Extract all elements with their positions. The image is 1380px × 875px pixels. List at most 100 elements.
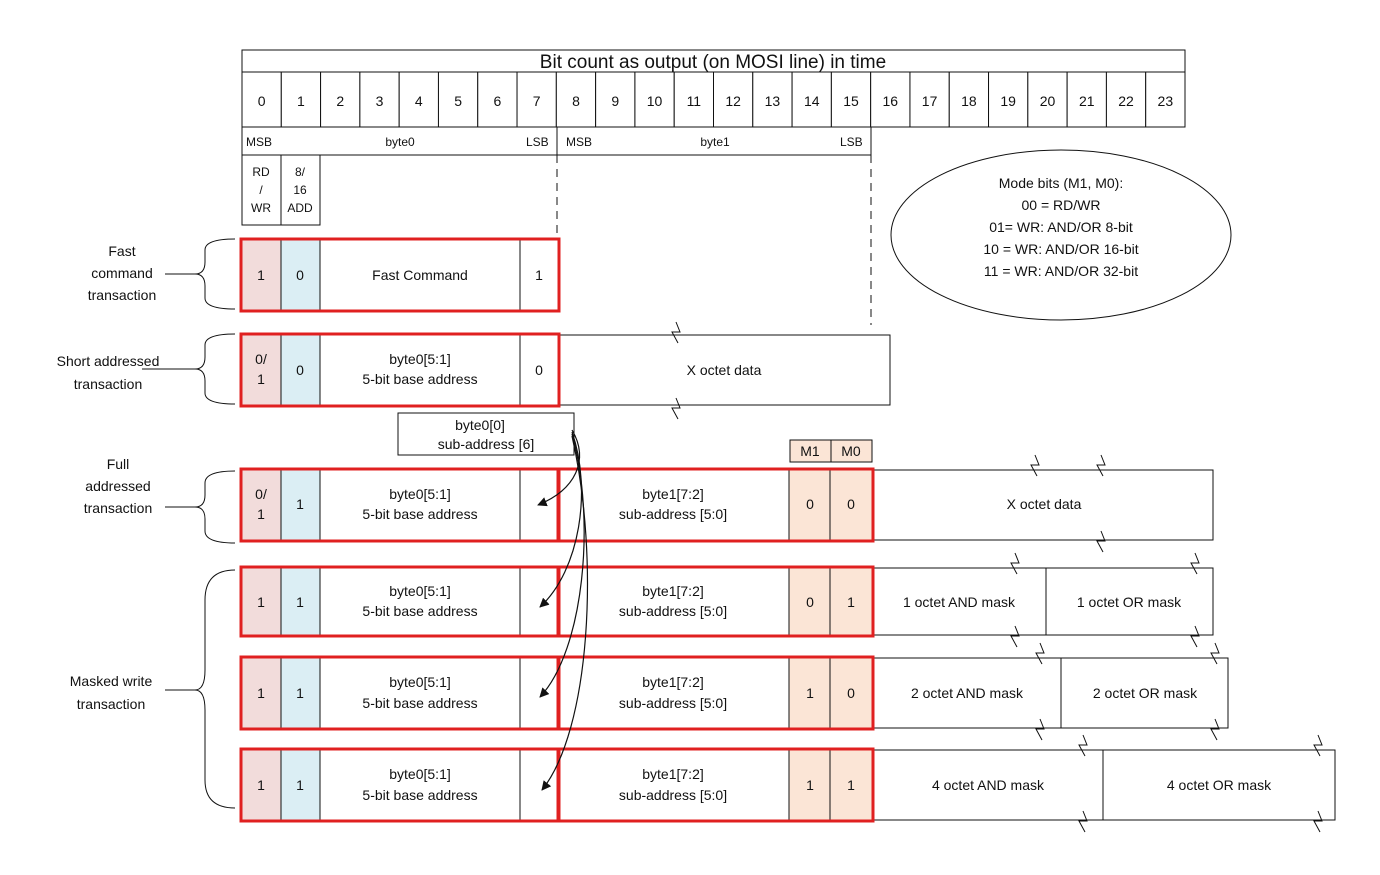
addr-mode-bit: 0 (296, 267, 304, 283)
addr-mode-bit: 1 (296, 594, 304, 610)
m0-value: 1 (847, 777, 855, 793)
arrow (541, 435, 589, 791)
m0-label: M0 (841, 443, 861, 459)
m1-value: 0 (806, 594, 814, 610)
rdwr-bit: 1 (257, 685, 265, 701)
bit-index-label: 2 (336, 93, 344, 109)
addr-mode-bit: 1 (296, 777, 304, 793)
base-address-field: byte0[5:1] (389, 583, 451, 599)
msb-label: MSB (246, 135, 272, 149)
group-label: transaction (74, 376, 142, 392)
sub-address-field: byte1[7:2] (642, 766, 704, 782)
full-addressed-row: 0/ 1 1 byte0[5:1] 5-bit base address byt… (239, 454, 1214, 553)
byte1-label: byte1 (700, 135, 730, 149)
arrow (539, 431, 583, 608)
group-label: Full (107, 456, 130, 472)
lsb-label: LSB (840, 135, 863, 149)
rdwr-bit: 0/ (255, 486, 267, 502)
break-mark (1096, 530, 1106, 553)
break-mark (1078, 734, 1088, 757)
base-address-field: 5-bit base address (362, 787, 477, 803)
arrow (539, 433, 585, 698)
bit-index-label: 11 (687, 93, 702, 109)
group-label: transaction (88, 287, 156, 303)
or-mask-field: 1 octet OR mask (1077, 594, 1182, 610)
bit-count-header: Bit count as output (on MOSI line) in ti… (241, 49, 1186, 128)
bit-index-label: 18 (961, 93, 977, 109)
bit-index-label: 15 (843, 93, 859, 109)
break-mark (1313, 810, 1323, 833)
bit-index-label: 9 (611, 93, 619, 109)
rdwr-bit: 1 (257, 777, 265, 793)
break-mark (1035, 642, 1045, 665)
bit-index-label: 4 (415, 93, 423, 109)
addr-mode-label: ADD (287, 201, 313, 215)
addr-mode-bit: 1 (296, 685, 304, 701)
bit-index-label: 8 (572, 93, 580, 109)
break-mark (1030, 454, 1040, 477)
base-address-field: 5-bit base address (362, 603, 477, 619)
or-mask-field: 4 octet OR mask (1167, 777, 1272, 793)
masked-write-32bit-row: 1 1 byte0[5:1] 5-bit base address byte1[… (239, 734, 1336, 833)
sub-address-field: byte1[7:2] (642, 674, 704, 690)
group-full: Full addressed transaction (84, 456, 236, 544)
bit-index-label: 5 (454, 93, 462, 109)
header-title: Bit count as output (on MOSI line) in ti… (540, 52, 886, 73)
bit-index-label: 19 (1000, 93, 1016, 109)
break-mark (1190, 625, 1200, 648)
sub-address-field: sub-address [5:0] (619, 603, 727, 619)
and-mask-field: 4 octet AND mask (932, 777, 1045, 793)
brace (194, 238, 236, 310)
bit-index-cell (516, 71, 557, 128)
bit-index-cell (398, 71, 439, 128)
bit-index-cell (1066, 71, 1107, 128)
base-address-field: 5-bit base address (362, 371, 477, 387)
bit-index-label: 17 (922, 93, 938, 109)
addr-mode-label: 8/ (295, 165, 306, 179)
lsb-label: LSB (526, 135, 549, 149)
addr-mode-bit: 0 (296, 362, 304, 378)
addr-mode-bit: 1 (296, 496, 304, 512)
break-mark (1313, 734, 1323, 757)
callout-line: sub-address [6] (438, 436, 535, 452)
m0-value: 0 (847, 496, 855, 512)
bit-index-label: 0 (258, 93, 266, 109)
bit-index-label: 12 (725, 93, 741, 109)
m1-label: M1 (800, 443, 820, 459)
byte-label-row: MSB byte0 LSB MSB byte1 LSB (241, 126, 872, 156)
rdwr-label: / (259, 183, 263, 197)
and-mask-field: 1 octet AND mask (903, 594, 1016, 610)
break-mark (1210, 718, 1220, 741)
mode-bits-line: 10 = WR: AND/OR 16-bit (983, 241, 1138, 257)
bit7-value: 0 (535, 362, 543, 378)
base-address-field: byte0[5:1] (389, 351, 451, 367)
sub-address-field: sub-address [5:0] (619, 695, 727, 711)
bit-index-label: 6 (494, 93, 502, 109)
bit-index-cell (988, 71, 1029, 128)
break-mark (1210, 642, 1220, 665)
group-label: Fast (108, 243, 135, 259)
group-label: command (91, 265, 152, 281)
group-masked: Masked write transaction (70, 569, 236, 809)
bit-index-label: 23 (1158, 93, 1174, 109)
mode-bit-headers: M1 M0 (789, 439, 873, 463)
mode-bits-legend: Mode bits (M1, M0): 00 = RD/WR 01= WR: A… (890, 149, 1232, 321)
data-field: X octet data (687, 362, 762, 378)
bit-index-cell (948, 71, 990, 128)
base-address-field: byte0[5:1] (389, 674, 451, 690)
short-addressed-row: 0/ 1 0 byte0[5:1] 5-bit base address 0 X… (239, 321, 891, 420)
sub-address-field: sub-address [5:0] (619, 787, 727, 803)
group-label: addressed (85, 478, 150, 494)
bit-index-cell (1145, 71, 1186, 128)
base-address-field: 5-bit base address (362, 695, 477, 711)
bit-index-cell (1105, 71, 1147, 128)
bit-index-label: 21 (1079, 93, 1095, 109)
break-mark (1096, 454, 1106, 477)
sub-address-field: byte1[7:2] (642, 583, 704, 599)
sub-address-field: byte1[7:2] (642, 486, 704, 502)
rdwr-bit: 1 (257, 267, 265, 283)
bit-index-cell (909, 71, 950, 128)
byte0-label: byte0 (385, 135, 415, 149)
